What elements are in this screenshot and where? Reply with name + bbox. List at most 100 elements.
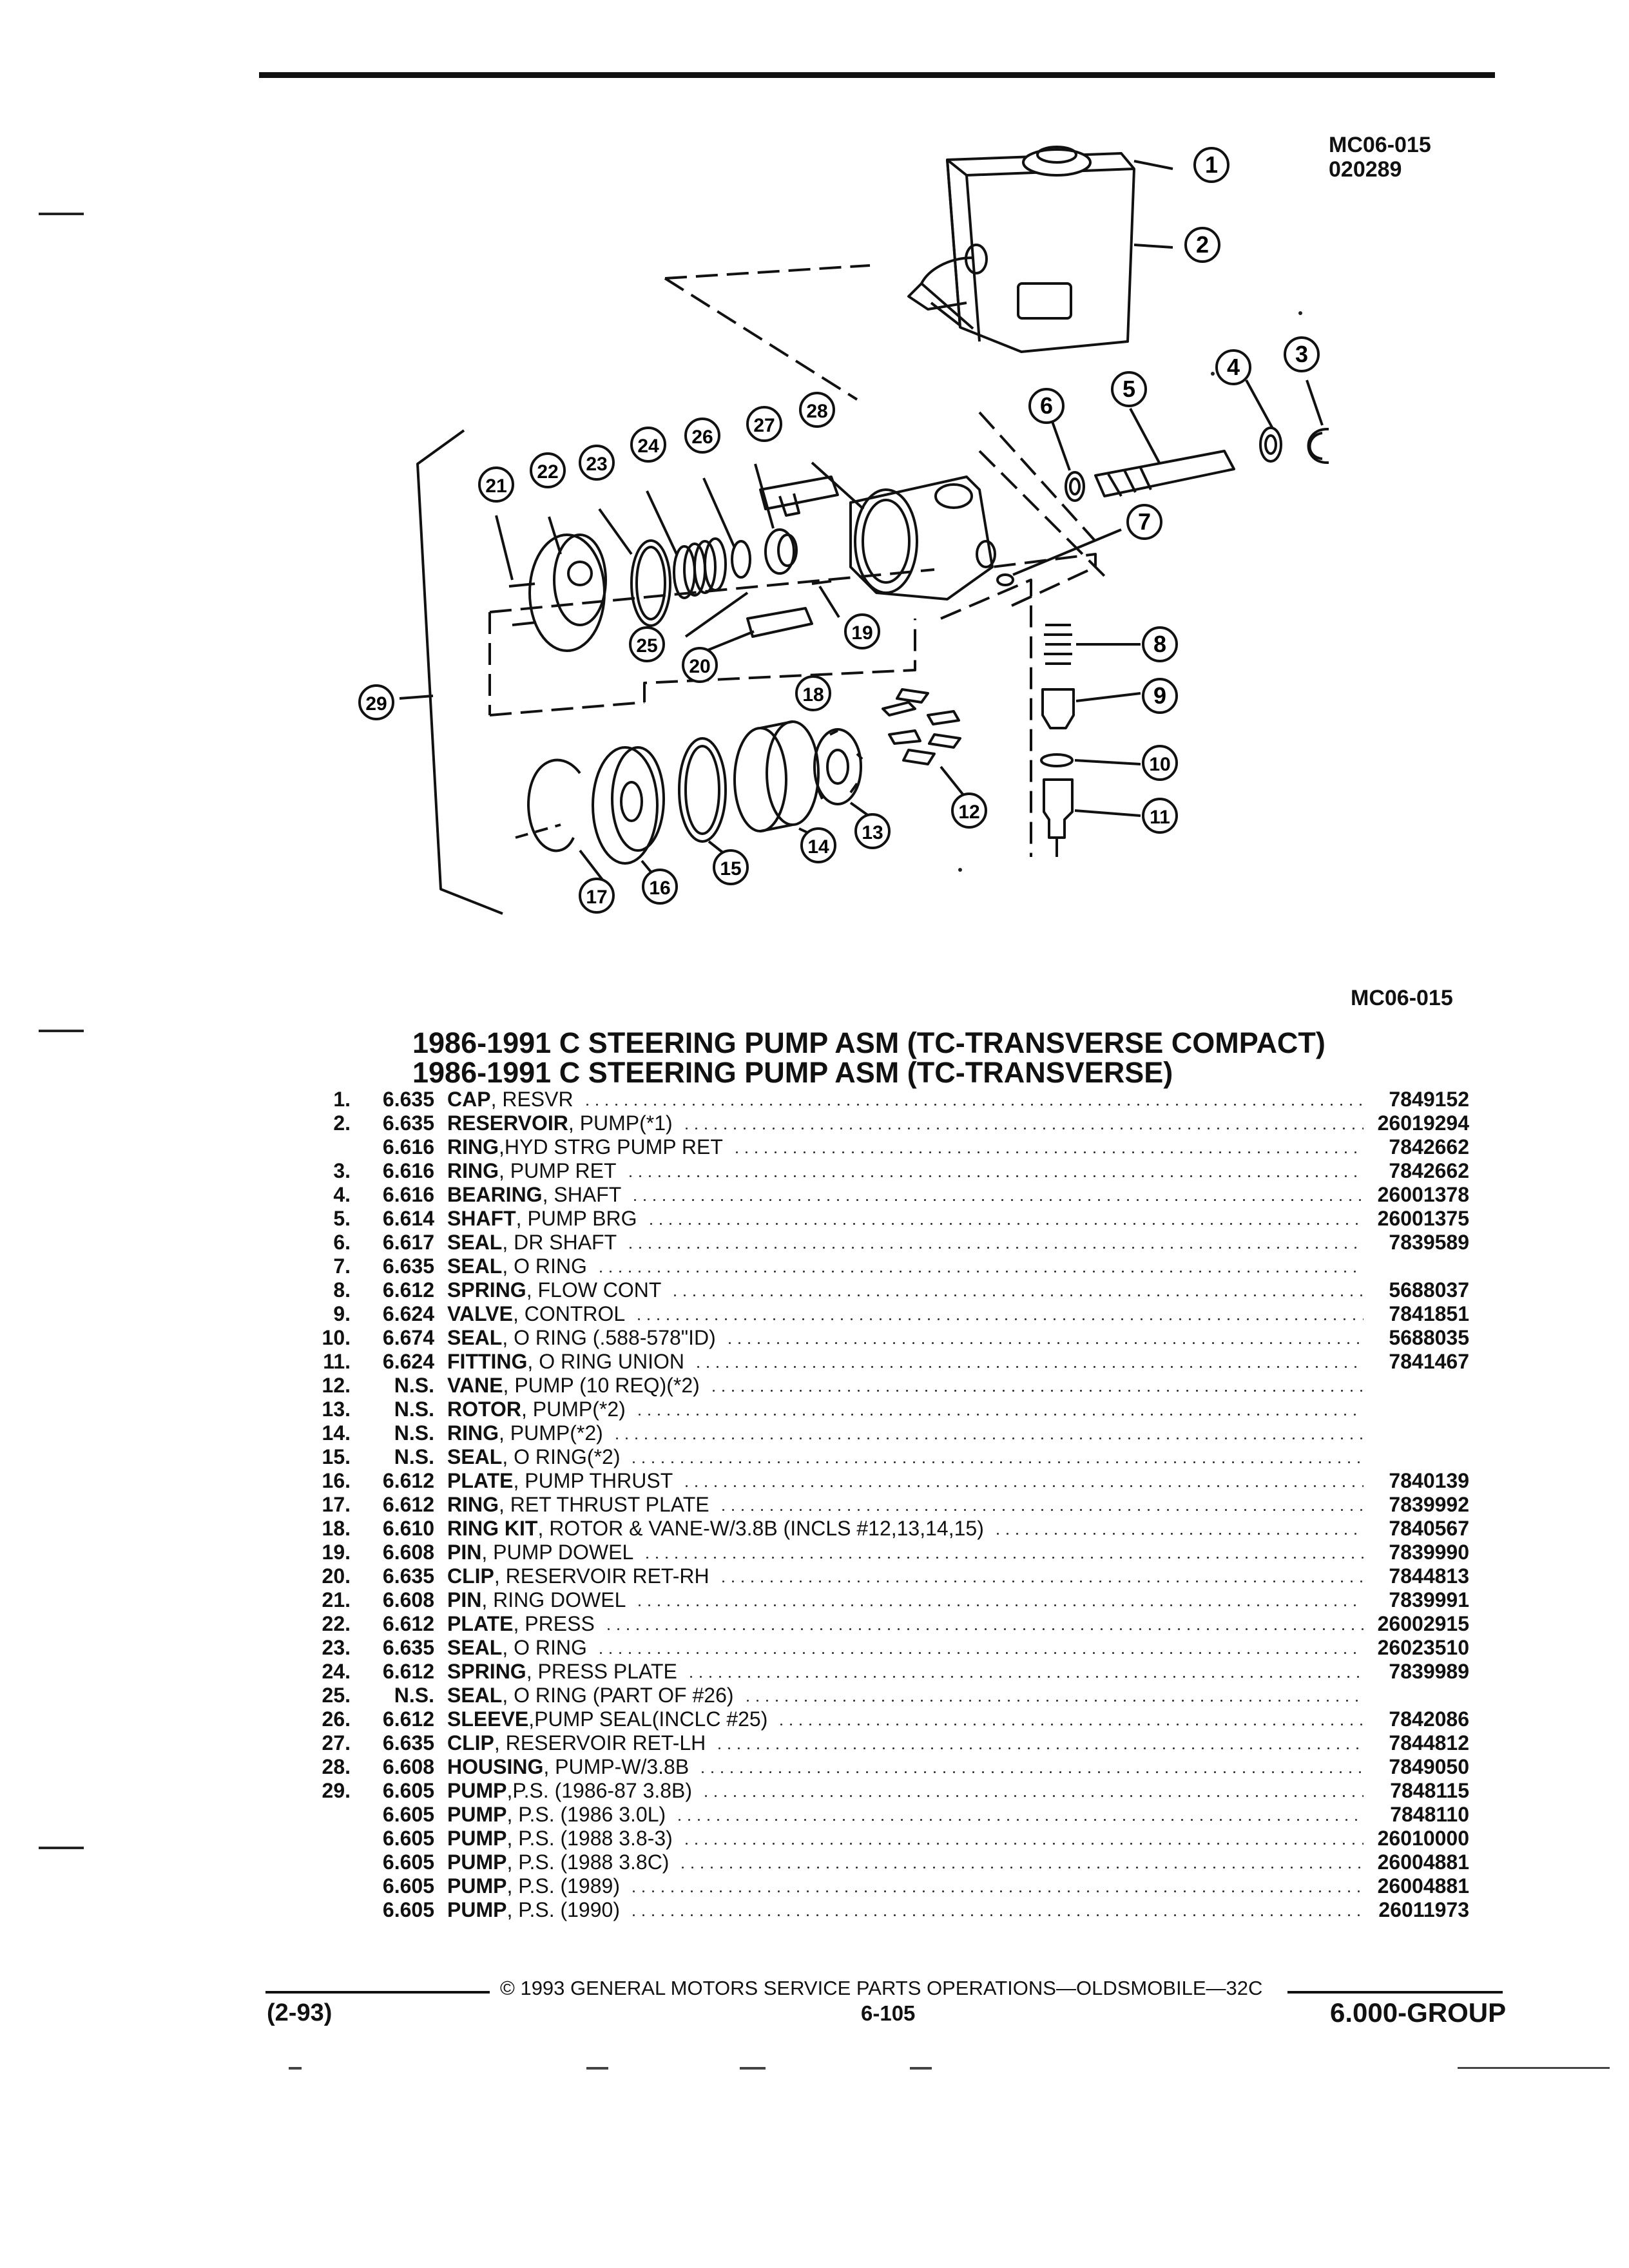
retaining-ring-illustration bbox=[527, 758, 581, 852]
leader-dots bbox=[715, 1747, 1364, 1749]
part-name: RING bbox=[447, 1493, 499, 1516]
part-name: SEAL bbox=[447, 1254, 503, 1278]
callout-label: 7 bbox=[1138, 508, 1151, 535]
part-detail: , RESVR bbox=[490, 1088, 574, 1111]
footer-group: 6.000-GROUP bbox=[1330, 1997, 1507, 2028]
part-description: SPRING, FLOW CONT bbox=[447, 1278, 661, 1302]
group-number: 6.614 bbox=[382, 1207, 434, 1230]
item-number: 8. bbox=[333, 1278, 351, 1302]
part-description: PIN, PUMP DOWEL bbox=[447, 1541, 633, 1564]
part-description: SEAL, O RING bbox=[447, 1254, 587, 1278]
part-description: RESERVOIR, PUMP(*1) bbox=[447, 1111, 673, 1135]
scan-mark bbox=[910, 2067, 932, 2070]
part-description: BEARING, SHAFT bbox=[447, 1183, 621, 1207]
part-number: 5688035 bbox=[1389, 1326, 1469, 1349]
leader-dots bbox=[603, 1628, 1364, 1630]
part-description: ROTOR, PUMP(*2) bbox=[447, 1398, 626, 1421]
part-number: 26002915 bbox=[1377, 1612, 1469, 1635]
leader-dots bbox=[582, 1104, 1364, 1106]
leader-dots bbox=[776, 1724, 1364, 1725]
part-name: ROTOR bbox=[447, 1398, 521, 1421]
part-name: RING bbox=[447, 1421, 499, 1445]
item-number: 20. bbox=[322, 1564, 351, 1588]
thrust-plate-illustration bbox=[592, 746, 665, 865]
part-name: CAP bbox=[447, 1088, 491, 1111]
callout-8: 8 bbox=[1142, 626, 1178, 662]
part-number: 7839990 bbox=[1389, 1541, 1469, 1564]
part-name: PUMP bbox=[447, 1827, 507, 1850]
leader-dots bbox=[698, 1771, 1364, 1773]
clip-rh-illustration bbox=[746, 607, 813, 638]
callout-label: 22 bbox=[537, 461, 558, 483]
part-name: VALVE bbox=[447, 1302, 513, 1325]
part-detail: , O RING (PART OF #26) bbox=[502, 1684, 734, 1707]
leader-dots bbox=[612, 1437, 1364, 1439]
leader-dots bbox=[742, 1700, 1364, 1702]
item-number: 16. bbox=[322, 1469, 351, 1492]
item-number: 2. bbox=[333, 1111, 351, 1135]
part-name: SPRING bbox=[447, 1660, 526, 1683]
part-name: PLATE bbox=[447, 1612, 514, 1635]
part-number: 7844812 bbox=[1389, 1731, 1469, 1754]
callout-16: 16 bbox=[642, 869, 678, 905]
part-description: PLATE, PRESS bbox=[447, 1612, 595, 1636]
item-number: 4. bbox=[333, 1183, 351, 1206]
part-detail: , PUMP BRG bbox=[516, 1207, 637, 1230]
part-detail: , RESERVOIR RET-LH bbox=[494, 1731, 706, 1754]
leader-dots bbox=[595, 1652, 1364, 1654]
part-detail: , RING DOWEL bbox=[481, 1588, 626, 1611]
footer-date: (2-93) bbox=[267, 1999, 333, 2026]
group-number: 6.612 bbox=[382, 1493, 434, 1516]
part-number: 7839589 bbox=[1389, 1231, 1469, 1254]
leader-dots bbox=[686, 1676, 1364, 1678]
item-number: 17. bbox=[322, 1493, 351, 1516]
part-description: PUMP,P.S. (1986-87 3.8B) bbox=[447, 1779, 692, 1803]
callout-12: 12 bbox=[951, 793, 987, 829]
part-number: 26011973 bbox=[1378, 1898, 1469, 1921]
item-number: 3. bbox=[333, 1159, 351, 1182]
callout-23: 23 bbox=[579, 445, 615, 481]
group-number: 6.617 bbox=[382, 1231, 434, 1254]
part-detail: , ROTOR & VANE-W/3.8B (INCLS #12,13,14,1… bbox=[537, 1517, 984, 1540]
part-detail: , RESERVOIR RET-RH bbox=[494, 1564, 709, 1588]
part-detail: , PRESS bbox=[513, 1612, 595, 1635]
pressure-plate-illustration bbox=[508, 533, 607, 652]
part-name: SEAL bbox=[447, 1231, 503, 1254]
callout-5: 5 bbox=[1111, 371, 1147, 407]
part-description: CLIP, RESERVOIR RET-LH bbox=[447, 1731, 706, 1755]
callout-17: 17 bbox=[579, 878, 615, 914]
part-description: PIN, RING DOWEL bbox=[447, 1588, 626, 1612]
part-description: HOUSING, PUMP-W/3.8B bbox=[447, 1755, 689, 1779]
callout-label: 3 bbox=[1295, 341, 1308, 367]
group-number: 6.605 bbox=[382, 1803, 434, 1826]
part-number: 26023510 bbox=[1377, 1636, 1469, 1659]
callout-label: 20 bbox=[689, 656, 710, 677]
callout-label: 17 bbox=[586, 887, 607, 908]
callout-26: 26 bbox=[684, 418, 720, 454]
callout-9: 9 bbox=[1142, 678, 1178, 714]
callout-label: 1 bbox=[1205, 151, 1218, 178]
table-row: 15.N.S.SEAL, O RING(*2) bbox=[277, 1445, 1469, 1469]
part-description: PUMP, P.S. (1988 3.8-3) bbox=[447, 1827, 673, 1850]
part-detail: , PUMP(*2) bbox=[521, 1398, 626, 1421]
group-number: 6.635 bbox=[382, 1636, 434, 1659]
callout-29: 29 bbox=[358, 684, 394, 720]
part-name: PUMP bbox=[447, 1850, 507, 1874]
scan-mark bbox=[586, 2067, 608, 2070]
part-description: SLEEVE,PUMP SEAL(INCLC #25) bbox=[447, 1707, 767, 1731]
group-number: 6.624 bbox=[382, 1302, 434, 1325]
part-name: SEAL bbox=[447, 1684, 503, 1707]
part-detail: , PUMP DOWEL bbox=[481, 1541, 634, 1564]
group-number: 6.605 bbox=[382, 1850, 434, 1874]
